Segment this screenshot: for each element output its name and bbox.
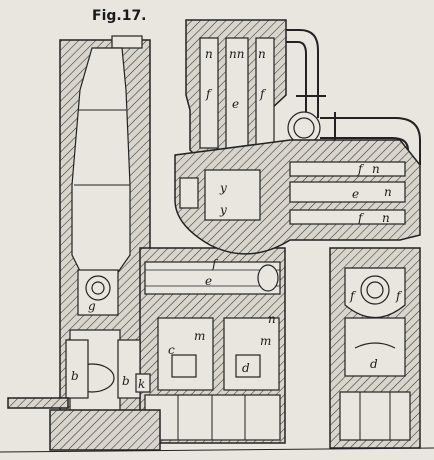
base-parts: b b k xyxy=(7,339,161,451)
label-f-right2: f xyxy=(357,211,365,225)
label-n-right2: n xyxy=(384,185,392,199)
label-m1: m xyxy=(194,329,205,343)
label-f-top-left: f xyxy=(205,87,213,101)
label-b2: b xyxy=(122,374,130,388)
label-e-right: e xyxy=(352,187,359,201)
label-e-top: e xyxy=(232,97,239,111)
ground-line xyxy=(0,447,434,453)
label-nn: nn xyxy=(229,47,244,61)
chamber-g: g xyxy=(77,269,119,316)
cross-section: f f d xyxy=(329,247,421,449)
label-f-right: f xyxy=(357,162,365,176)
label-d-sec: d xyxy=(370,357,378,371)
label-f-top-right: f xyxy=(259,87,267,101)
label-m2: m xyxy=(260,334,271,348)
label-c: c xyxy=(168,343,175,357)
label-b1: b xyxy=(71,369,79,383)
label-n-right3: n xyxy=(382,211,390,225)
round-chamber: y y f n e n f n xyxy=(174,139,421,255)
label-n3: n xyxy=(258,47,266,61)
label-f-sec-right: f xyxy=(395,289,403,303)
label-g: g xyxy=(88,299,96,313)
figure-title: Fig.17. xyxy=(92,8,147,24)
furnace-block: f e c d m m n xyxy=(139,247,286,444)
upper-section: n nn n f e f xyxy=(185,19,421,166)
label-f-mid: f xyxy=(211,257,219,271)
label-f-sec-left: f xyxy=(349,289,357,303)
label-n1: n xyxy=(205,47,213,61)
label-n-right1: n xyxy=(372,162,380,176)
label-y-lower: y xyxy=(219,203,227,217)
label-n-mid: n xyxy=(268,312,276,326)
label-k: k xyxy=(138,377,145,391)
label-y-upper: y xyxy=(219,181,227,195)
label-e-mid: e xyxy=(205,274,212,288)
label-d-mid: d xyxy=(242,361,250,375)
